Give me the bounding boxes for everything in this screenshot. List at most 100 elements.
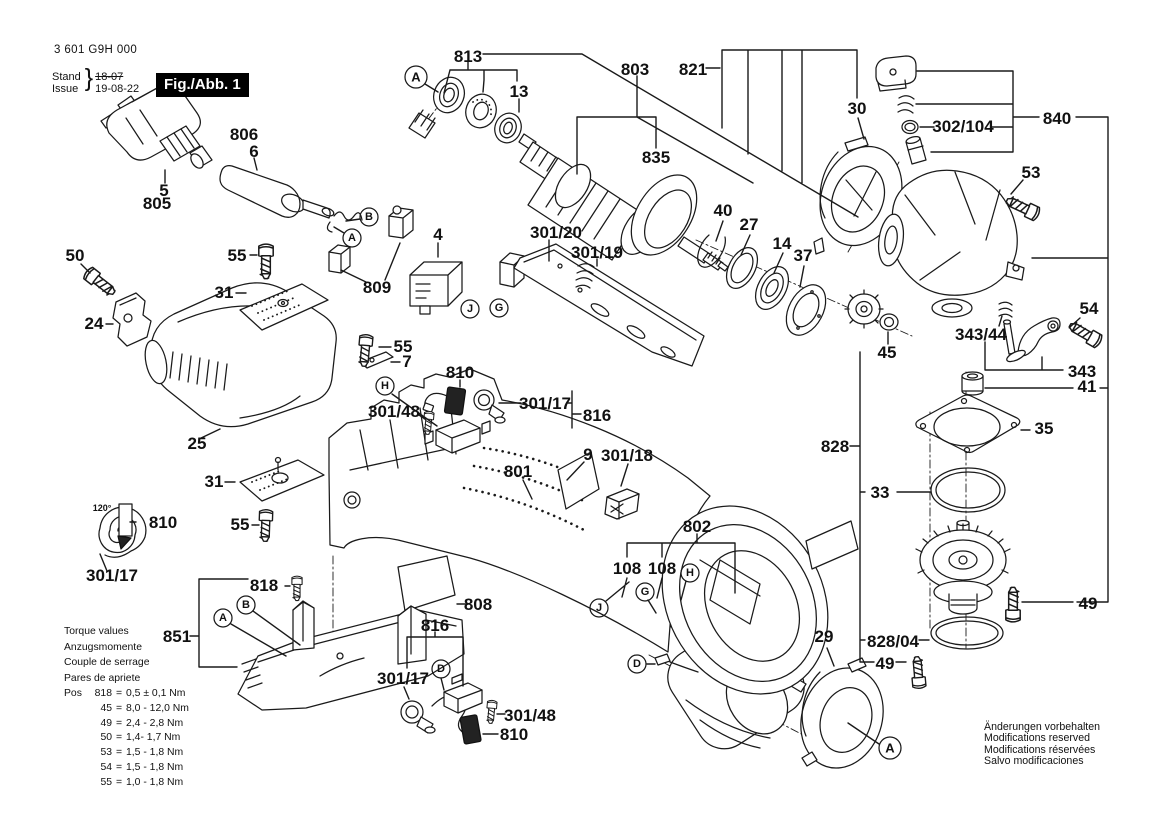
- stand-label: Stand: [52, 71, 81, 83]
- callout-33: 33: [871, 483, 890, 502]
- callout-802: 802: [683, 517, 711, 536]
- callout-343: 343: [1068, 362, 1096, 381]
- torque-cell: 1,4- 1,7 Nm: [126, 732, 181, 744]
- callout-813: 813: [454, 47, 482, 66]
- speed-module-upper-drawing: [359, 351, 506, 454]
- lock-button-set-drawing: [875, 55, 927, 165]
- clamp-drawing: [112, 292, 152, 347]
- svg-text:H: H: [381, 380, 389, 392]
- callout-809: 809: [363, 278, 391, 297]
- callout-29: 29: [815, 627, 834, 646]
- torque-cell: 45: [100, 703, 112, 715]
- callout-55: 55: [231, 515, 250, 534]
- part-number: 3 601 G9H 000: [54, 44, 138, 56]
- svg-text:H: H: [686, 567, 694, 579]
- callout-50: 50: [66, 246, 85, 265]
- torque-title: Pares de apriete: [64, 672, 141, 684]
- svg-text:G: G: [641, 586, 650, 598]
- revision-brace: }: [84, 64, 94, 92]
- base-plate-drawing: [237, 600, 465, 711]
- svg-text:B: B: [365, 211, 373, 223]
- callout-805: 805: [143, 194, 171, 213]
- footer-notes: Änderungen vorbehalten Modifications res…: [984, 721, 1101, 768]
- callout-31: 31: [215, 283, 234, 302]
- torque-title: Anzugsmomente: [64, 641, 142, 653]
- torque-cell: 1,5 - 1,8 Nm: [126, 761, 184, 773]
- marker-dark-J: J: [589, 598, 609, 618]
- motor-housing-drawing: [328, 368, 829, 695]
- grommet-drawing: [604, 488, 640, 520]
- svg-text:J: J: [596, 602, 602, 614]
- callout-810: 810: [149, 513, 177, 532]
- end-cap-drawing: [790, 657, 884, 769]
- callout-816: 816: [583, 406, 611, 425]
- torque-cell: Pos: [64, 688, 82, 700]
- revision-date-old: 18-07: [95, 71, 124, 83]
- brush-holders-drawing: [328, 205, 414, 274]
- svg-text:G: G: [495, 302, 504, 314]
- callout-821: 821: [679, 60, 707, 79]
- callout-45: 45: [878, 343, 897, 362]
- marker-dark-G: G: [635, 582, 655, 602]
- revision-block: Stand Issue } 18-07 19-08-22: [52, 66, 140, 95]
- callout-301-19: 301/19: [571, 243, 623, 262]
- torque-title: Couple de serrage: [64, 657, 150, 669]
- torque-cell: 55: [100, 776, 112, 788]
- svg-text:D: D: [437, 663, 445, 675]
- switch-drawing: [409, 261, 463, 315]
- callout-808: 808: [464, 595, 492, 614]
- revision-date-new: 19-08-22: [95, 82, 140, 95]
- torque-table: Torque values Anzugsmomente Couple de se…: [64, 624, 189, 790]
- svg-text:A: A: [411, 70, 421, 85]
- footer-note: Modifications reserved: [984, 732, 1090, 745]
- torque-cell: =: [115, 776, 123, 788]
- torque-cell: [64, 776, 88, 791]
- torque-row: 55=1,0 - 1,8 Nm: [64, 776, 189, 791]
- leader-lines: [80, 49, 1109, 745]
- callout-53: 53: [1022, 163, 1041, 182]
- marker-dark-B: B: [236, 595, 256, 615]
- torque-cell: 50: [100, 732, 112, 744]
- housing-shell-drawing: [144, 282, 337, 428]
- svg-text:A: A: [219, 612, 227, 624]
- torque-cell: 49: [100, 717, 112, 729]
- svg-text:D: D: [633, 658, 641, 670]
- footer-note: Modifications réservées: [984, 743, 1096, 756]
- callout-9: 9: [583, 445, 592, 464]
- issue-label: Issue: [52, 82, 79, 95]
- callout-24: 24: [85, 314, 104, 333]
- sticker-drawings: [397, 451, 859, 612]
- callout-7: 7: [402, 352, 411, 371]
- callout-301-48: 301/48: [504, 706, 556, 725]
- callout-301-17: 301/17: [377, 669, 429, 688]
- callout-13: 13: [510, 82, 529, 101]
- callout-835: 835: [642, 148, 670, 167]
- svg-text:J: J: [467, 303, 473, 315]
- callout-828-04: 828/04: [867, 632, 920, 651]
- torque-row: 50=1,4- 1,7 Nm: [64, 731, 189, 746]
- callout-40: 40: [714, 201, 733, 220]
- marker-dark-B: B: [359, 207, 379, 227]
- torque-cell: =: [115, 732, 123, 744]
- figure-label: Fig./Abb. 1: [156, 73, 249, 97]
- svg-text:A: A: [348, 232, 356, 244]
- callout-302-104: 302/104: [932, 117, 994, 136]
- torque-cell: =: [115, 717, 123, 729]
- callout-55: 55: [394, 337, 413, 356]
- callout-810: 810: [500, 725, 528, 744]
- callout-343-44: 343/44: [955, 325, 1008, 344]
- callout-810: 810: [446, 363, 474, 382]
- callout-108: 108: [613, 559, 641, 578]
- callout-27: 27: [740, 215, 759, 234]
- bearing-set-drawing: [408, 76, 522, 144]
- callout-301-17: 301/17: [86, 566, 138, 585]
- torque-row: 45=8,0 - 12,0 Nm: [64, 702, 189, 717]
- callout-816: 816: [421, 616, 449, 635]
- marker-dark-D: D: [431, 659, 451, 679]
- torque-cell: 54: [100, 761, 112, 773]
- armature-drawing: [518, 133, 729, 272]
- footer-note: Änderungen vorbehalten: [984, 721, 1101, 733]
- deflector-ring-drawing: [813, 136, 903, 255]
